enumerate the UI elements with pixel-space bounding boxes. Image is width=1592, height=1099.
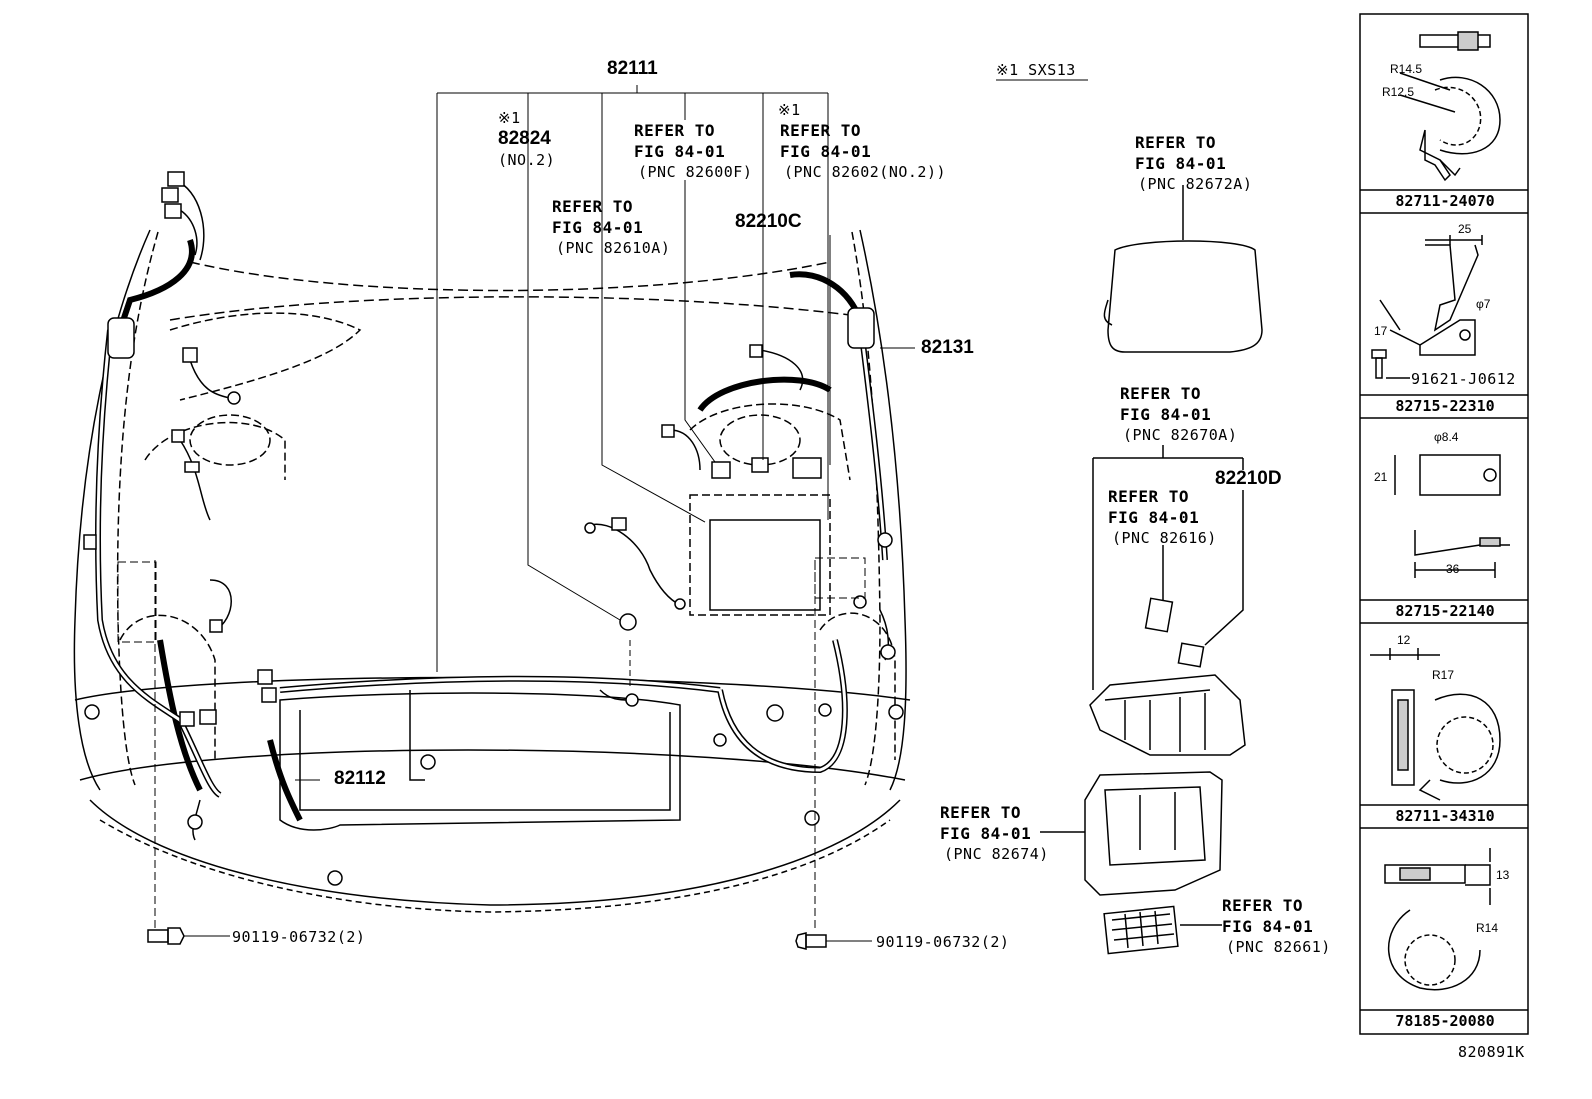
relay-box-cover [1103,185,1263,353]
wire-harness [95,239,888,822]
callout-lines [117,79,1088,942]
refer-82600F-l3: (PNC 82600F) [638,163,753,181]
note-mark-82602: ※1 [778,101,801,119]
sidebar-bolt-label: 91621-J0612 [1411,370,1516,388]
relay-box-base [1089,445,1246,756]
sidebar-pn-3: 82715-22140 [1395,602,1495,620]
bolt-right-label: 90119-06732(2) [876,933,1010,951]
figure-code: 820891K [1458,1043,1525,1061]
sidebar-pn-1: 82711-24070 [1395,192,1495,210]
part-82824-label: 82824 [498,128,551,149]
sidebar-dim-r145: R14.5 [1390,62,1423,76]
sidebar-dim-r125: R12.5 [1382,85,1415,99]
sidebar-dim-phi84: φ8.4 [1434,430,1459,444]
refer-82616-l2: FIG 84-01 [1108,508,1200,527]
refer-82602-l3: (PNC 82602(NO.2)) [784,163,947,181]
refer-82616-l1: REFER TO [1108,487,1190,506]
part-82111-label: 82111 [607,58,658,79]
sidebar-dim-r17: R17 [1432,668,1455,682]
sidebar-dim-36: 36 [1446,562,1460,576]
part-82824-sub: (NO.2) [498,151,556,169]
refer-82670A-l3: (PNC 82670A) [1123,426,1238,444]
fuse-block [1103,905,1222,955]
clip-78185-20080 [1384,848,1491,991]
sidebar-dim-13: 13 [1496,868,1510,882]
refer-82670A-l1: REFER TO [1120,384,1202,403]
refer-82674-l3: (PNC 82674) [944,845,1049,863]
refer-82600F-l1: REFER TO [634,121,716,140]
bolt-left-label: 90119-06732(2) [232,928,366,946]
refer-82674-l1: REFER TO [940,803,1022,822]
sidebar-pn-5: 78185-20080 [1395,1012,1495,1030]
sidebar-pn-2: 82715-22310 [1395,397,1495,415]
wire-harness-inner [96,319,887,797]
refer-82602-l2: FIG 84-01 [780,142,872,161]
refer-82661-l3: (PNC 82661) [1226,938,1331,956]
refer-82610A-l1: REFER TO [552,197,634,216]
bolt-left [147,927,185,945]
sidebar-dim-phi7: φ7 [1476,297,1491,311]
sidebar-dim-r14: R14 [1476,921,1499,935]
sidebar-pn-4: 82711-34310 [1395,807,1495,825]
thin-wires [174,179,890,841]
part-82210D-label: 82210D [1215,468,1282,489]
refer-82602-l1: REFER TO [780,121,862,140]
car-body-outline [73,229,911,913]
refer-82610A-l2: FIG 84-01 [552,218,644,237]
connectors [83,171,904,886]
refer-82672A-l2: FIG 84-01 [1135,154,1227,173]
relay-box-lower-case [1040,771,1223,896]
note-sxs13: ※1 SXS13 [996,61,1076,79]
sidebar-dim-21: 21 [1374,470,1388,484]
part-82210C-label: 82210C [735,211,802,232]
sidebar-dim-17: 17 [1374,324,1388,338]
refer-82674-l2: FIG 84-01 [940,824,1032,843]
bolt-right [795,932,827,950]
refer-82610A-l3: (PNC 82610A) [556,239,671,257]
clip-82711-24070 [1399,31,1501,182]
sidebar-dim-12: 12 [1397,633,1411,647]
sidebar-frame [1359,13,1529,1035]
refer-82616-l3: (PNC 82616) [1112,529,1217,547]
refer-82672A-l1: REFER TO [1135,133,1217,152]
refer-82672A-l3: (PNC 82672A) [1138,175,1253,193]
note-mark-82824: ※1 [498,109,521,127]
refer-82661-l2: FIG 84-01 [1222,917,1314,936]
clip-82715-22310 [1371,235,1483,379]
part-82131-label: 82131 [921,337,974,358]
refer-82661-l1: REFER TO [1222,896,1304,915]
refer-82670A-l2: FIG 84-01 [1120,405,1212,424]
refer-82600F-l2: FIG 84-01 [634,142,726,161]
part-82112-label: 82112 [334,768,386,789]
sidebar-dim-25: 25 [1458,222,1472,236]
clip-82711-34310 [1370,648,1501,801]
clip-82715-22140 [1394,454,1510,578]
